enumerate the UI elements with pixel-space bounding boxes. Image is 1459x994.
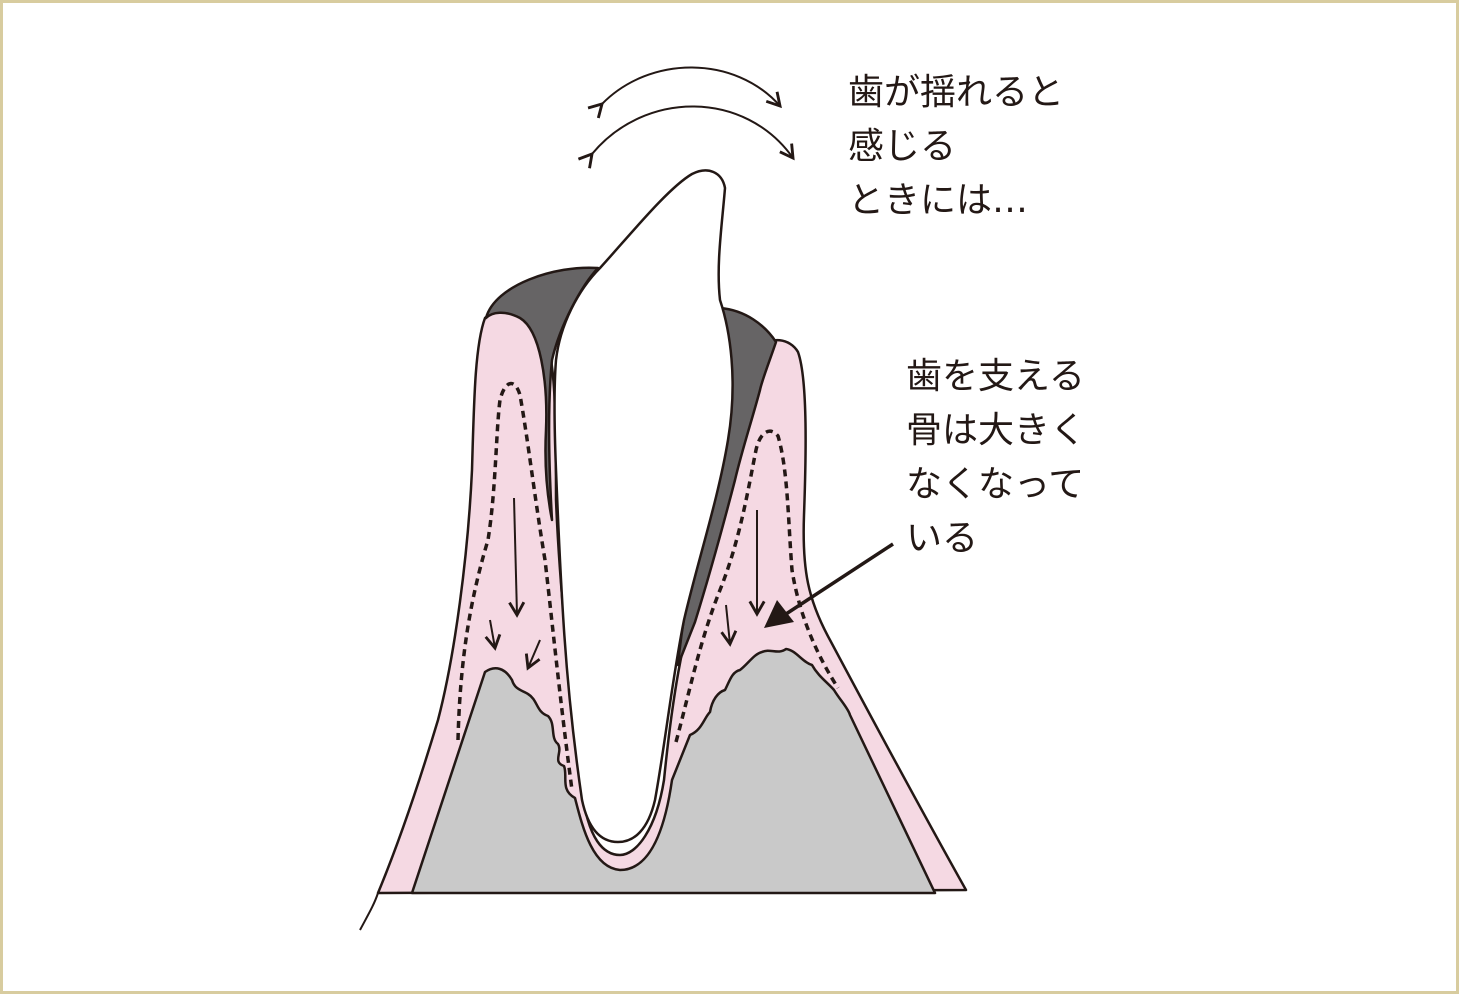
- caption-line: 歯を支える: [906, 356, 1085, 397]
- arrow-down-1: [508, 497, 526, 618]
- arrow-down-2: [484, 619, 502, 651]
- sway-arrows: [577, 66, 795, 169]
- bone-loss-outline-left: [456, 381, 574, 791]
- sway-arrow-lower: [577, 105, 795, 169]
- caption-line: なくなって: [906, 464, 1085, 505]
- caption-line: 歯が揺れると: [848, 72, 1065, 113]
- caption-line: 感じる: [848, 126, 957, 167]
- bone-loss-arrows: [484, 497, 766, 671]
- caption-line: 骨は大きく: [906, 410, 1087, 451]
- tooth: [553, 169, 734, 844]
- caption-bone-loss: 歯を支える 骨は大きく なくなって いる: [906, 350, 1086, 566]
- pointer-arrow: [764, 542, 894, 628]
- sway-arrow-upper: [587, 66, 782, 119]
- alveolar-bone: [410, 647, 937, 895]
- caption-line: いる: [906, 518, 979, 559]
- tartar-left: [484, 266, 600, 522]
- caption-tooth-movement: 歯が揺れると 感じる ときには…: [848, 66, 1064, 228]
- bone-loss-outline-right: [674, 429, 840, 743]
- jaw-outline: [359, 892, 379, 931]
- arrow-down-3: [524, 639, 541, 671]
- arrow-down-5: [720, 604, 738, 647]
- caption-line: ときには…: [848, 180, 1029, 221]
